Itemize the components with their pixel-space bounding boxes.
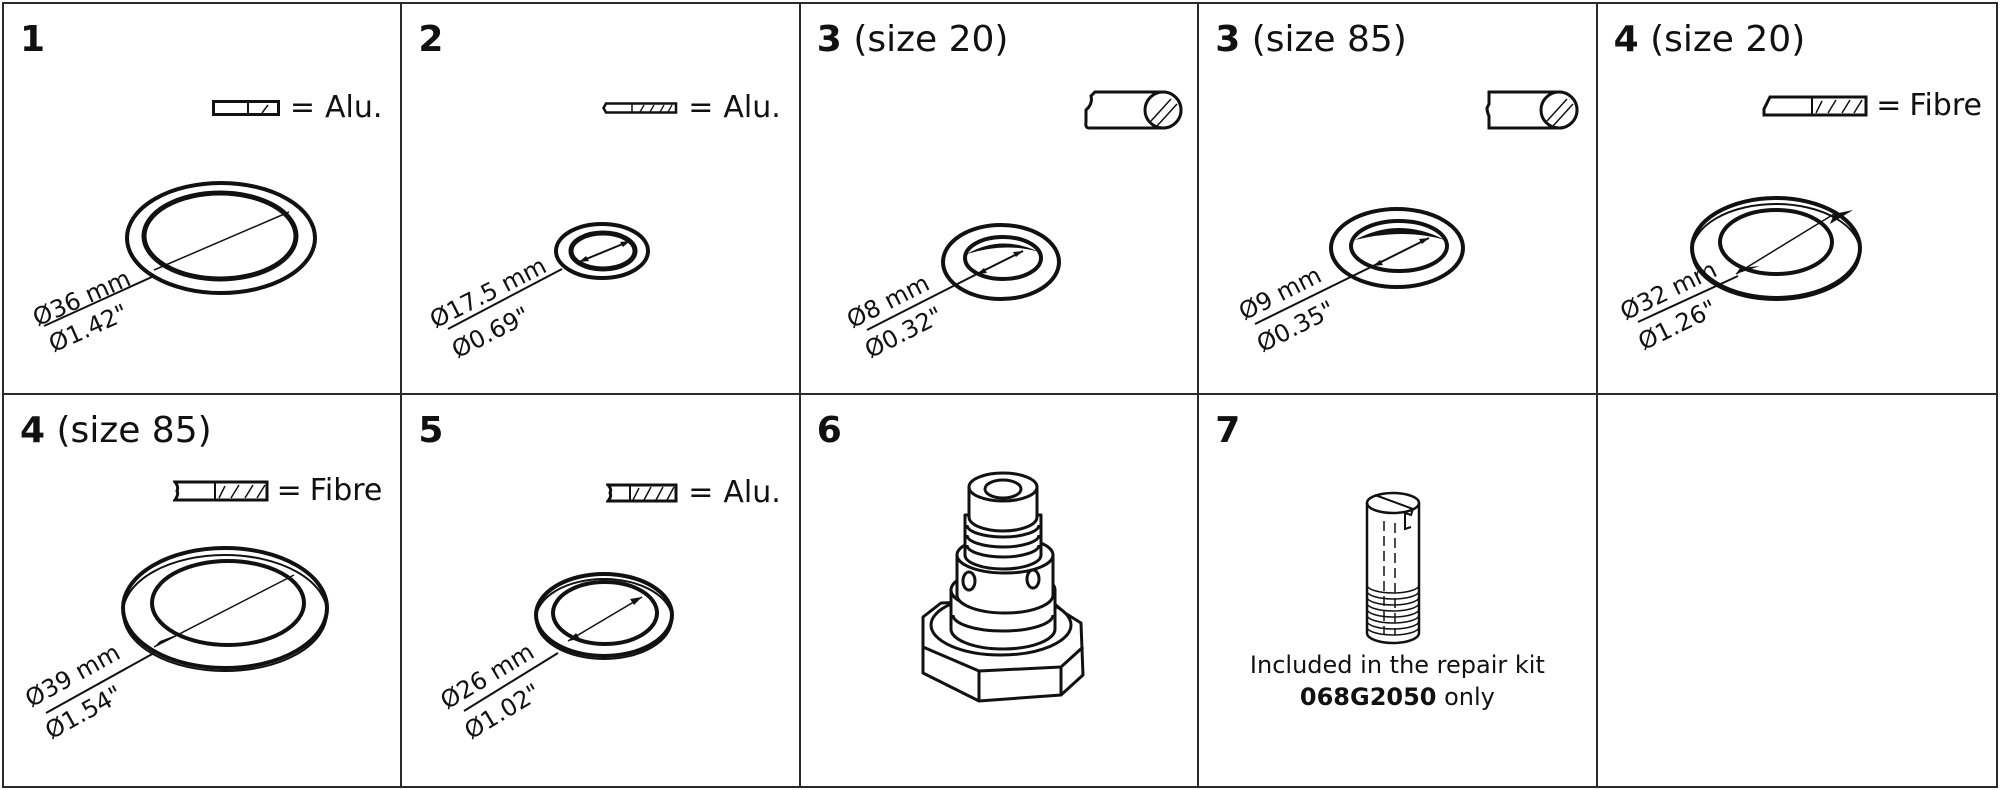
legend-material: Alu.: [324, 90, 383, 125]
part-title: 6: [817, 409, 842, 453]
alu-section-icon: [211, 99, 280, 116]
material-legend: = Fibre: [172, 473, 383, 508]
part-number: 4: [1613, 19, 1639, 60]
part-cell-4-size-20: 4 (size 20) = Fibre Ø32 mm Ø1.26: [1597, 4, 1996, 395]
alu-section-icon: [606, 483, 678, 502]
note-suffix: only: [1436, 683, 1495, 711]
hex-plug-icon: [921, 471, 1085, 703]
part-cell-7: 7 Included in the repair kit 068G2050: [1199, 395, 1598, 786]
part-number: 2: [418, 19, 444, 60]
part-number: 3: [816, 19, 842, 60]
part-title: 1: [20, 18, 45, 62]
material-legend: = Alu.: [211, 90, 383, 125]
fibre-section-icon: [172, 480, 269, 501]
part-cell-4-size-85: 4 (size 85) = Fibre Ø39 mm Ø1.54: [4, 395, 403, 786]
slotted-screw-icon: [1365, 491, 1421, 645]
o-ring-icon: [866, 90, 1183, 331]
part-number: 7: [1215, 410, 1241, 451]
material-legend: = Fibre: [1762, 88, 1982, 123]
part-title: 4 (size 85): [20, 409, 212, 453]
sealing-ring-icon: [43, 181, 317, 327]
legend-material: Alu.: [723, 475, 781, 510]
part-title: 5: [418, 409, 443, 453]
part-title: 7: [1215, 409, 1240, 453]
part-cell-5: 5 = Alu. Ø26 mm Ø1.02": [402, 395, 801, 786]
legend-equals: =: [276, 473, 302, 508]
fibre-section-icon: [1762, 95, 1868, 116]
part-qualifier: (size 20): [1650, 19, 1806, 60]
legend-material: Fibre: [309, 473, 383, 508]
material-legend: = Alu.: [602, 90, 781, 125]
empty-cell: [1598, 395, 1996, 786]
alu-section-icon: [602, 101, 678, 114]
repair-kit-note: Included in the repair kit 068G2050 only: [1199, 649, 1595, 713]
part-title: 3 (size 20): [817, 18, 1009, 62]
legend-equals: =: [688, 475, 714, 510]
legend-equals: =: [688, 90, 714, 125]
legend-material: Alu.: [723, 90, 781, 125]
part-qualifier: (size 85): [1251, 19, 1407, 60]
part-cell-3-size-85: 3 (size 85) Ø9 mm Ø0.35": [1199, 4, 1598, 395]
part-title: 2: [418, 18, 443, 62]
material-legend: = Alu.: [606, 475, 781, 510]
note-line-1: Included in the repair kit: [1249, 651, 1545, 679]
part-number: 1: [20, 19, 46, 60]
note-line-2: 068G2050 only: [1199, 681, 1595, 713]
kit-code: 068G2050: [1299, 683, 1437, 711]
sealing-ring-icon: [447, 222, 651, 330]
gasket-icon: [45, 546, 329, 714]
gasket-icon: [1637, 196, 1862, 323]
part-number: 4: [20, 410, 46, 451]
part-qualifier: (size 20): [853, 19, 1009, 60]
part-number: 3: [1215, 19, 1241, 60]
part-title: 3 (size 85): [1215, 18, 1407, 62]
part-cell-3-size-20: 3 (size 20) Ø8 mm Ø0.32": [800, 4, 1200, 395]
sealing-ring-icon: [463, 572, 675, 712]
part-cell-2: 2 = Alu. Ø17.5 mm Ø0.69": [402, 4, 801, 395]
part-number: 5: [418, 410, 444, 451]
part-number: 6: [816, 410, 842, 451]
part-cell-1: 1 = Alu. Ø36 mm Ø1.42": [4, 4, 403, 395]
part-qualifier: (size 85): [56, 410, 212, 451]
legend-material: Fibre: [1909, 88, 1982, 123]
o-ring-icon: [1254, 90, 1579, 325]
part-title: 4 (size 20): [1614, 18, 1806, 62]
legend-equals: =: [289, 90, 315, 125]
part-cell-6: 6: [801, 395, 1200, 786]
legend-equals: =: [1876, 88, 1902, 123]
